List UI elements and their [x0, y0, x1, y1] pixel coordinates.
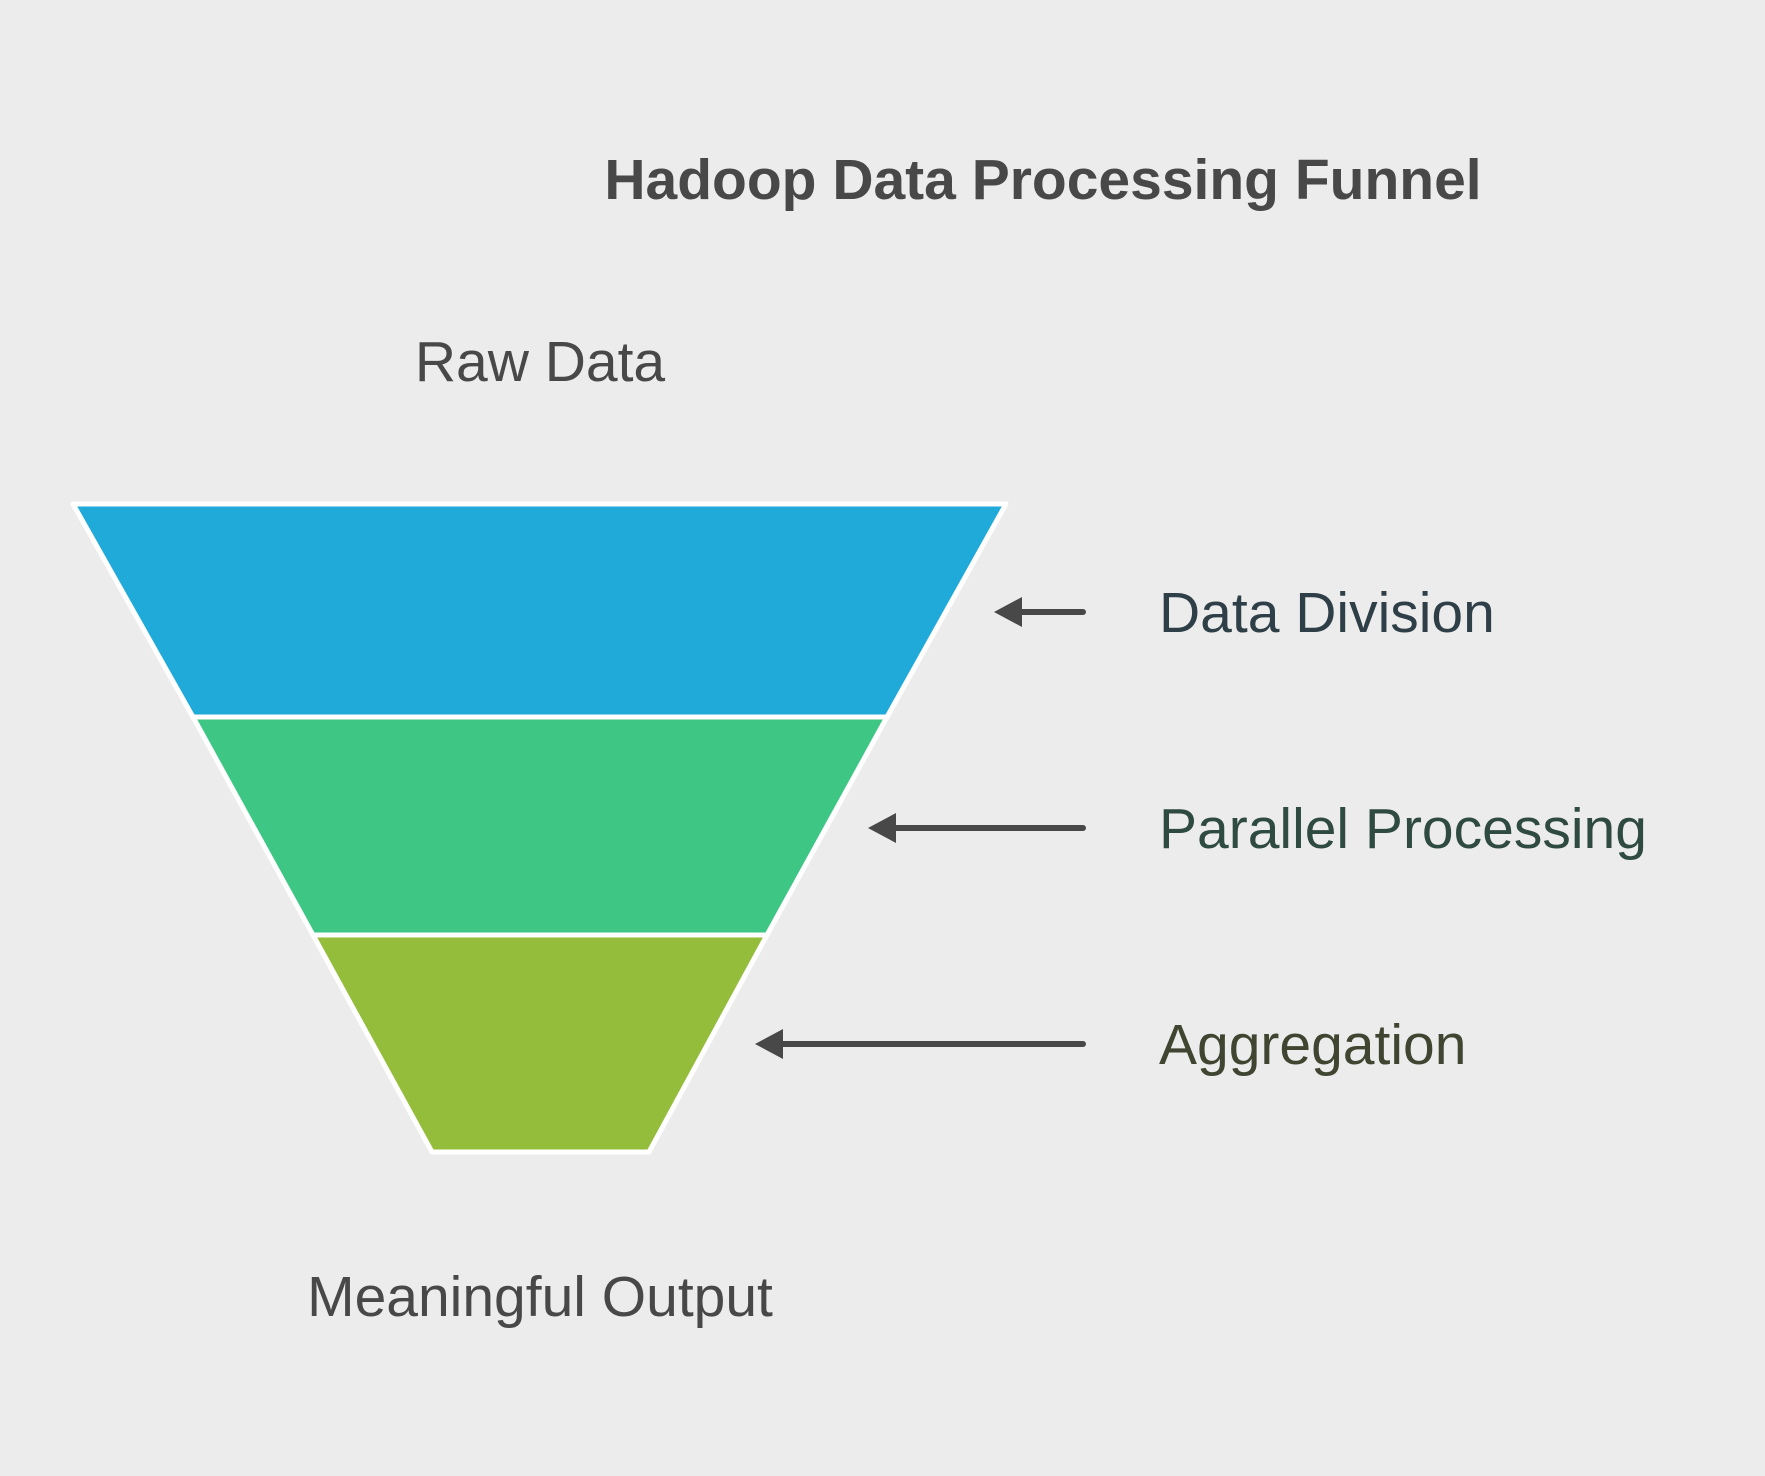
funnel-stage-aggregation: [310, 932, 770, 1155]
input-label: Raw Data: [415, 330, 666, 394]
funnel-stage-parallel-processing: [190, 714, 890, 938]
output-label: Meaningful Output: [307, 1265, 773, 1329]
stage-label-aggregation: Aggregation: [1159, 1013, 1466, 1077]
arrow-left-icon: [994, 597, 1086, 627]
arrow-left-icon: [868, 813, 1086, 843]
funnel-stage-data-division: [70, 501, 1009, 720]
diagram-title: Hadoop Data Processing Funnel: [604, 148, 1481, 212]
stage-label-parallel-processing: Parallel Processing: [1159, 797, 1647, 861]
arrow-left-icon: [755, 1029, 1086, 1059]
stage-label-data-division: Data Division: [1159, 581, 1495, 645]
